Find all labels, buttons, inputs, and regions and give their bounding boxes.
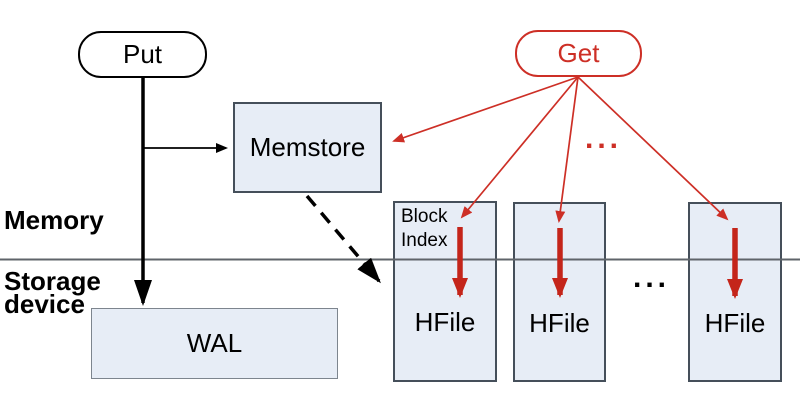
- wal-node: WAL: [91, 308, 338, 379]
- block-index-label: Block Index: [401, 206, 448, 251]
- memory-region-label: Memory: [4, 205, 104, 235]
- wal-label: WAL: [186, 328, 243, 358]
- hfile-node-2: HFile: [513, 202, 606, 382]
- put-label: Put: [122, 39, 163, 69]
- memstore-label: Memstore: [249, 132, 366, 162]
- get-to-hfile-2-arrow: [555, 76, 579, 223]
- memstore-node: Memstore: [233, 102, 382, 193]
- get-label: Get: [557, 38, 600, 68]
- hfile-label-3: HFile: [704, 308, 766, 338]
- hfile-row-ellipsis: ...: [633, 261, 671, 294]
- memstore-flush-to-hfile-dashed-arrow: [305, 194, 381, 284]
- put-node: Put: [78, 31, 207, 78]
- storage-device-region-label: Storage device: [4, 266, 101, 319]
- get-to-hfile-1-arrow: [460, 76, 579, 219]
- hfile-label-2: HFile: [529, 308, 590, 338]
- hfile-node-1: Block Index HFile: [393, 201, 497, 382]
- get-node: Get: [515, 30, 642, 77]
- get-fan-ellipsis: ...: [585, 122, 623, 155]
- hfile-label-1: HFile: [414, 307, 476, 337]
- get-to-memstore-arrow: [392, 76, 579, 143]
- hfile-node-3: HFile: [688, 202, 782, 382]
